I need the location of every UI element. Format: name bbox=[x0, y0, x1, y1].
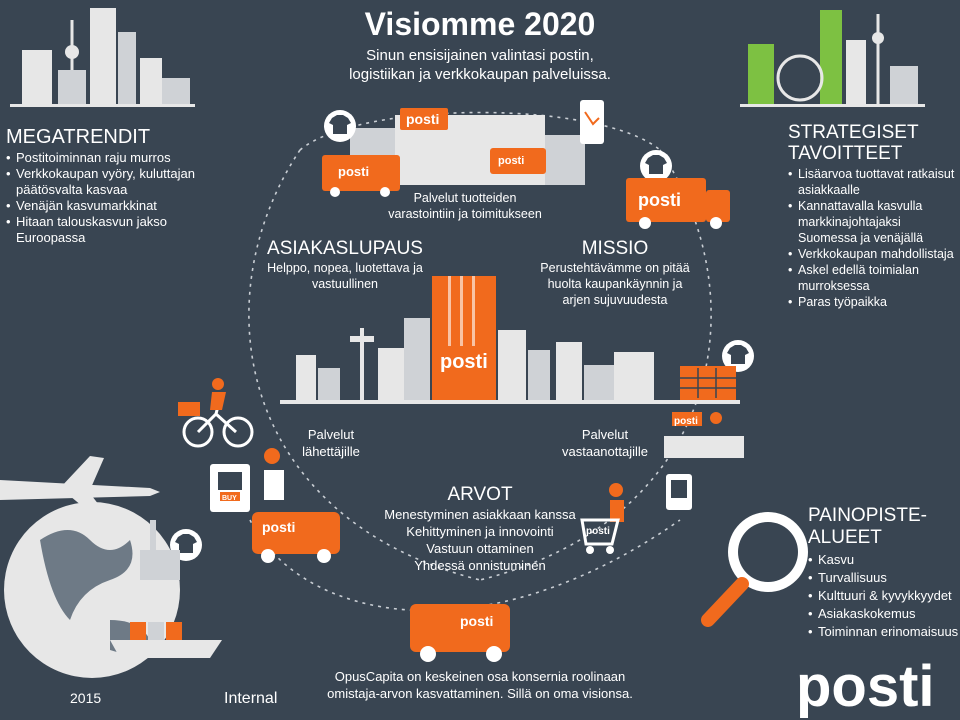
values-item: Kehittyminen ja innovointi bbox=[406, 524, 554, 539]
storage-line-2: varastointiin ja toimitukseen bbox=[388, 207, 542, 221]
subtitle-line-1: Sinun ensisijainen valintasi postin, bbox=[366, 47, 594, 64]
vision-subtitle: Sinun ensisijainen valintasi postin, log… bbox=[300, 46, 660, 84]
headquarters-building: posti bbox=[432, 276, 496, 400]
list-item: Asiakaskokemus bbox=[808, 605, 960, 623]
svg-text:posti: posti bbox=[406, 111, 439, 127]
customer-promise-line-1: Helppo, nopea, luotettava ja bbox=[267, 261, 423, 275]
subtitle-line-2: logistiikan ja verkkokaupan palveluissa. bbox=[349, 66, 611, 83]
values-item: Yhdessä onnistuminen bbox=[414, 558, 546, 573]
values-heading: ARVOT bbox=[447, 484, 513, 505]
list-item: Lisäarvoa tuottavat ratkaisut asiakkaall… bbox=[788, 166, 958, 198]
footer-year: 2015 bbox=[70, 690, 102, 706]
mission-line-1: Perustehtävämme on pitää bbox=[540, 261, 690, 275]
parcel-locker-icon bbox=[680, 368, 736, 398]
strategic-goals-heading-2: TAVOITTEET bbox=[788, 143, 903, 164]
tshirt-icon bbox=[640, 150, 672, 182]
list-item: Verkkokaupan vyöry, kuluttajan päätösval… bbox=[6, 166, 216, 198]
list-item: Askel edellä toimialan murroksessa bbox=[788, 262, 958, 294]
ship-icon bbox=[110, 622, 222, 658]
cart-icon: posti bbox=[580, 483, 624, 554]
dashed-route-lines bbox=[248, 111, 712, 612]
truck-icon: posti bbox=[626, 178, 730, 229]
mission-line-3: arjen sujuvuudesta bbox=[562, 293, 668, 307]
magnifier-icon bbox=[701, 512, 808, 627]
megatrends-panel: MEGATRENDIT Postitoiminnan raju murros V… bbox=[6, 126, 216, 246]
receivers-line-1: Palvelut bbox=[581, 427, 629, 442]
city-skyline-top-left bbox=[10, 8, 195, 107]
focus-areas-list: Kasvu Turvallisuus Kulttuuri & kyvykkyyd… bbox=[808, 551, 960, 641]
truck-icon: posti bbox=[410, 604, 510, 662]
reception-desk: posti bbox=[664, 412, 744, 458]
senders-line-2: lähettäjille bbox=[302, 444, 360, 459]
classification-label: Internal bbox=[224, 690, 278, 707]
list-item: Toiminnan erinomaisuus bbox=[808, 623, 960, 641]
svg-text:posti: posti bbox=[338, 164, 369, 179]
list-item: Verkkokaupan mahdollistaja bbox=[788, 246, 958, 262]
tablet-icon: BUY bbox=[210, 464, 250, 512]
list-item: Kasvu bbox=[808, 551, 960, 569]
strategic-goals-heading-1: STRATEGISET bbox=[788, 122, 919, 143]
customer-promise-panel: ASIAKASLUPAUS Helppo, nopea, luotettava … bbox=[250, 238, 440, 292]
focus-areas-heading-2: ALUEET bbox=[808, 527, 882, 548]
svg-text:posti: posti bbox=[262, 519, 295, 535]
hand-pointer-icon bbox=[264, 448, 284, 500]
opuscapita-note: OpusCapita on keskeinen osa konsernia ro… bbox=[300, 668, 660, 702]
focus-areas-heading-1: PAINOPISTE- bbox=[808, 505, 927, 526]
sender-services-label: Palvelut lähettäjille bbox=[286, 426, 376, 460]
values-item: Vastuun ottaminen bbox=[426, 541, 534, 556]
customer-promise-line-2: vastuullinen bbox=[311, 277, 378, 291]
mission-heading: MISSIO bbox=[581, 238, 649, 259]
list-item: Venäjän kasvumarkkinat bbox=[6, 198, 216, 214]
list-item: Paras työpaikka bbox=[788, 294, 958, 310]
mission-line-2: huolta kaupankäynnin ja bbox=[547, 277, 683, 291]
storage-services-label: Palvelut tuotteiden varastointiin ja toi… bbox=[375, 190, 555, 222]
svg-text:posti: posti bbox=[460, 613, 493, 629]
values-panel: ARVOT Menestyminen asiakkaan kanssa Kehi… bbox=[350, 484, 610, 574]
receivers-line-2: vastaanottajille bbox=[562, 444, 648, 459]
svg-text:posti: posti bbox=[586, 526, 610, 537]
list-item: Kannattavalla kasvulla markkinajohtajaks… bbox=[788, 198, 958, 246]
page-title: Visiomme 2020 bbox=[364, 6, 596, 42]
central-skyline bbox=[280, 318, 740, 404]
phone-icon bbox=[666, 474, 692, 510]
warehouse-illustration: posti posti posti bbox=[322, 108, 585, 197]
city-skyline-top-right bbox=[740, 10, 925, 107]
svg-text:posti: posti bbox=[638, 190, 681, 210]
list-item: Postitoiminnan raju murros bbox=[6, 150, 216, 166]
svg-text:posti: posti bbox=[440, 351, 488, 373]
mission-panel: MISSIO Perustehtävämme on pitää huolta k… bbox=[520, 238, 710, 308]
list-item: Hitaan talouskasvun jakso Euroopassa bbox=[6, 214, 216, 246]
truck-icon: posti bbox=[252, 512, 340, 563]
svg-text:posti: posti bbox=[674, 416, 698, 427]
megatrends-heading: MEGATRENDIT bbox=[6, 126, 151, 148]
customer-promise-heading: ASIAKASLUPAUS bbox=[267, 238, 423, 259]
svg-text:posti: posti bbox=[498, 155, 524, 167]
storage-line-1: Palvelut tuotteiden bbox=[413, 191, 517, 205]
senders-line-1: Palvelut bbox=[307, 427, 355, 442]
strategic-goals-list: Lisäarvoa tuottavat ratkaisut asiakkaall… bbox=[788, 166, 958, 310]
factory-icon bbox=[140, 520, 180, 580]
bicycle-icon bbox=[178, 378, 254, 448]
tshirt-icon bbox=[722, 340, 754, 372]
strategic-goals-panel: STRATEGISET TAVOITTEET Lisäarvoa tuottav… bbox=[788, 122, 958, 310]
list-item: Turvallisuus bbox=[808, 569, 960, 587]
focus-areas-panel: PAINOPISTE- ALUEET Kasvu Turvallisuus Ku… bbox=[808, 505, 960, 641]
list-item: Kulttuuri & kyvykkyydet bbox=[808, 587, 960, 605]
posti-logo: posti bbox=[796, 654, 935, 719]
opus-line-1: OpusCapita on keskeinen osa konsernia ro… bbox=[334, 669, 626, 684]
opus-line-2: omistaja-arvon kasvattaminen. Sillä on o… bbox=[327, 686, 633, 701]
svg-text:BUY: BUY bbox=[222, 495, 237, 502]
receiver-services-label: Palvelut vastaanottajille bbox=[545, 426, 665, 460]
megatrends-list: Postitoiminnan raju murros Verkkokaupan … bbox=[6, 150, 216, 246]
svg-text:posti: posti bbox=[796, 654, 935, 719]
phone-icon bbox=[580, 100, 604, 144]
values-item: Menestyminen asiakkaan kanssa bbox=[384, 507, 576, 522]
tshirt-icon bbox=[324, 110, 356, 142]
